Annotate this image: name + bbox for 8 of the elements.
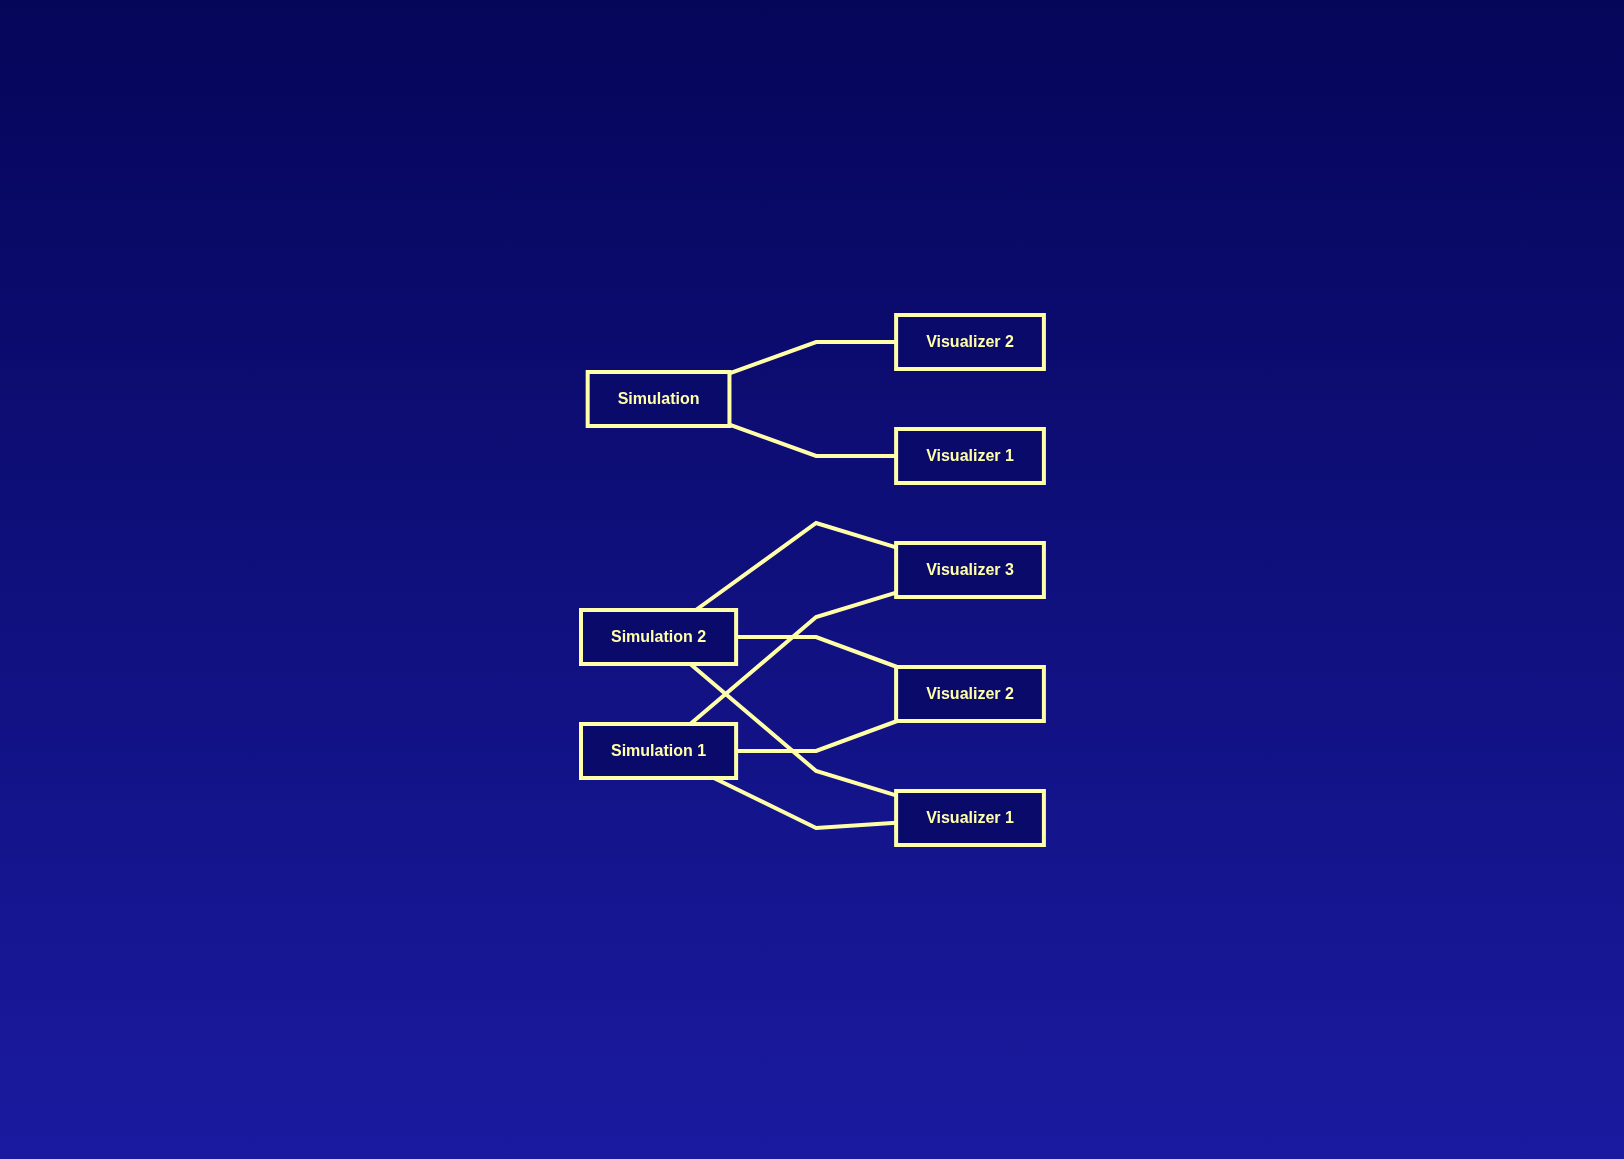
node-box: Visualizer 1: [893, 426, 1046, 485]
node-box: Visualizer 2: [893, 312, 1046, 371]
node-box: Simulation 2: [578, 607, 738, 666]
node-box: Visualizer 1: [893, 788, 1046, 847]
node-box: Visualizer 2: [893, 664, 1046, 723]
node-box: Simulation: [585, 369, 731, 428]
node-box: Visualizer 3: [893, 540, 1046, 599]
node-box: Simulation 1: [578, 721, 738, 780]
